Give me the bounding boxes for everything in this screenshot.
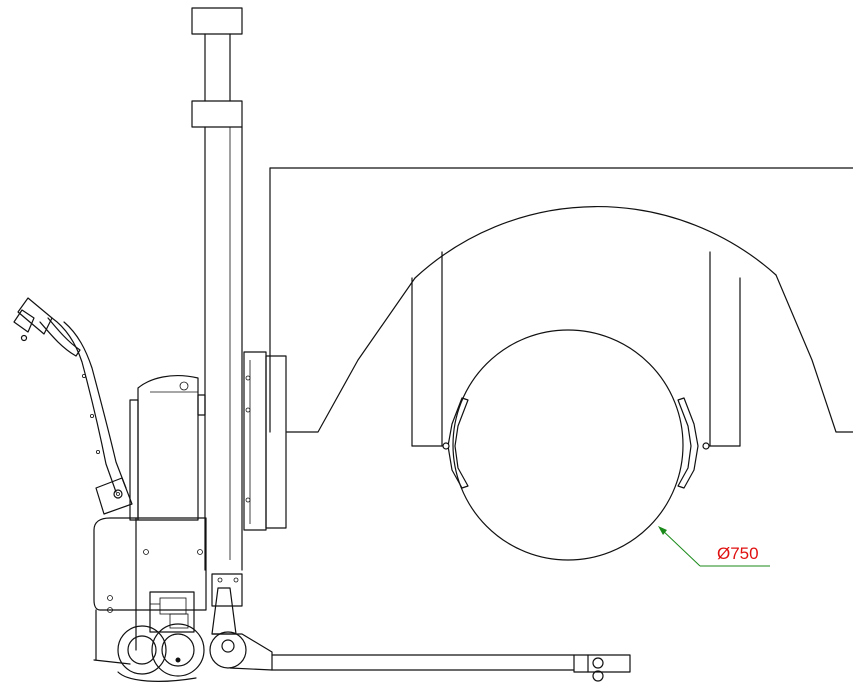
drive-wheels — [117, 623, 205, 682]
mast — [191, 7, 243, 571]
wheel — [452, 329, 684, 561]
tiller-handle — [13, 297, 133, 515]
diameter-dimension: Ø750 — [658, 526, 770, 567]
motor-housing — [129, 375, 206, 521]
fork-base — [209, 573, 273, 671]
gearbox — [149, 591, 195, 633]
vehicle-body — [269, 167, 853, 433]
chassis — [93, 517, 207, 665]
fender-panels — [411, 251, 741, 447]
left-clamp — [442, 397, 469, 489]
right-clamp — [677, 397, 710, 489]
fork-leg — [271, 654, 631, 682]
dimension-label: Ø750 — [717, 544, 759, 563]
carriage-plate — [243, 351, 287, 531]
